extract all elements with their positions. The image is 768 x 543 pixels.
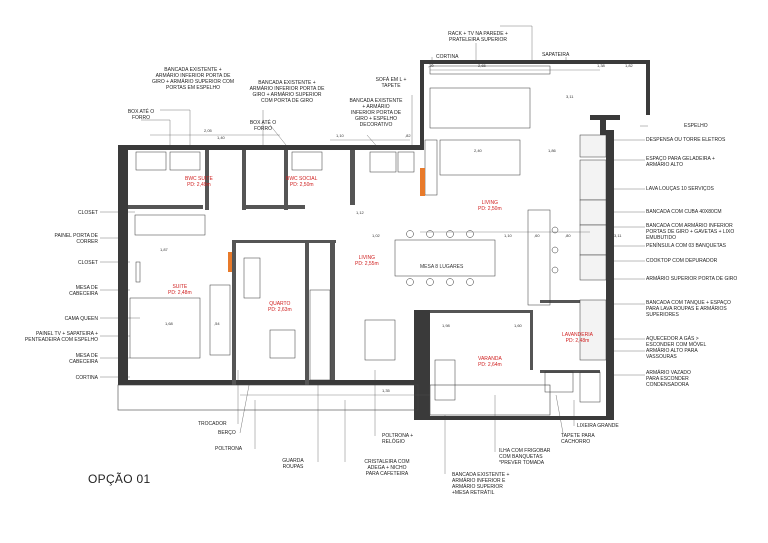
balcony-band — [117, 384, 419, 411]
label-lava-loucas: LAVA LOUÇAS 10 SERVIÇOS — [646, 186, 714, 192]
dim-label: 1,38 — [597, 63, 605, 68]
dim-label: 1,10 — [336, 133, 344, 138]
label-painel-porta: PAINEL PORTA DE CORRER — [54, 233, 98, 245]
label-sofa: SOFÁ EM L + TAPETE — [375, 77, 407, 89]
label-bancada-retratil: BANCADA EXISTENTE + ARMÁRIO INFERIOR E A… — [452, 472, 510, 496]
label-sapateira: SAPATEIRA — [542, 52, 570, 58]
dim-label: 2,05 — [204, 128, 212, 133]
label-cristaleira: CRISTALEIRA COM ADEGA + NICHO PARA CAFET… — [364, 459, 410, 477]
label-armario-inferior: BANCADA COM ARMÁRIO INFERIOR PORTAS DE G… — [646, 223, 735, 241]
label-berco: BERÇO — [218, 430, 236, 436]
label-aquecedor: AQUECEDOR A GÁS > ESCONDER COM MÓVEL — [646, 336, 707, 348]
label-armario-superior: ARMÁRIO SUPERIOR PORTA DE GIRO — [646, 276, 738, 282]
label-ilha: ILHA COM FRIGOBAR COM BANQUETAS *PREVER … — [499, 448, 551, 466]
dim-label: 1,40 — [217, 135, 225, 140]
dim-label: 1,82 — [625, 63, 633, 68]
label-bancada-3: BANCADA EXISTENTE + ARMÁRIO INFERIOR POR… — [349, 98, 403, 128]
page-title: OPÇÃO 01 — [88, 472, 151, 486]
dim-label: ,20 — [428, 63, 434, 68]
label-armario-alto: ARMÁRIO ALTO PARA VASSOURAS — [646, 348, 698, 360]
dim-label: 1,87 — [160, 247, 168, 252]
label-cooktop: COOKTOP COM DEPURADOR — [646, 258, 718, 264]
dim-label: 1,68 — [165, 321, 173, 326]
label-armario-vazado: ARMÁRIO VAZADO PARA ESCONDER CONDENSADOR… — [646, 370, 691, 388]
dim-label: 3,11 — [566, 94, 574, 99]
label-poltrona-relogio: POLTRONA + RELÓGIO — [382, 433, 414, 445]
dining-table-label: MESA 8 LUGARES — [420, 264, 464, 270]
label-cortina-top: CORTINA — [436, 54, 459, 60]
dim-label: 1,12 — [356, 210, 364, 215]
label-cama: CAMA QUEEN — [64, 316, 98, 322]
door-accents — [228, 168, 425, 272]
dim-label: 1,86 — [548, 148, 556, 153]
label-painel-tv: PAINEL TV + SAPATEIRA + PENTEADEIRA COM … — [24, 331, 98, 343]
dim-label: 1,10 — [504, 233, 512, 238]
label-tanque: BANCADA COM TANQUE + ESPAÇO PARA LAVA RO… — [646, 300, 731, 318]
label-trocador: TROCADOR — [198, 421, 227, 427]
kitchen-cabinets — [579, 134, 607, 361]
label-lixeira: LIXEIRA GRANDE — [577, 423, 619, 429]
label-bancada-2: BANCADA EXISTENTE + ARMÁRIO INFERIOR POR… — [249, 80, 325, 104]
dim-label: 1,60 — [514, 323, 522, 328]
label-despensa: DESPENSA OU TORRE ELETROS — [646, 137, 726, 143]
label-box-2: BOX ATÉ O FORRO — [249, 120, 277, 132]
dim-label: 2,65 — [478, 63, 486, 68]
dim-label: ,54 — [214, 321, 220, 326]
bedroom-furniture — [129, 151, 601, 403]
dim-label: 1,02 — [372, 233, 380, 238]
label-closet-2: CLOSET — [77, 260, 98, 266]
label-espelho: ESPELHO — [684, 123, 708, 129]
label-bancada-1: BANCADA EXISTENTE + ARMÁRIO INFERIOR POR… — [151, 67, 235, 91]
dimension-lines — [150, 69, 600, 396]
label-cortina-left: CORTINA — [75, 375, 98, 381]
label-guarda-roupas: GUARDA ROUPAS — [282, 458, 304, 470]
varanda-floor — [429, 384, 551, 416]
dim-label: ,82 — [405, 133, 411, 138]
label-tapete: TAPETE PARA CACHORRO — [561, 433, 595, 445]
label-mesa-cabeceira-2: MESA DE CABECEIRA — [69, 353, 98, 365]
dim-label: 3,11 — [614, 233, 622, 238]
dim-label: ,80 — [565, 233, 571, 238]
label-geladeira: ESPAÇO PARA GELADEIRA + ARMÁRIO ALTO — [646, 156, 715, 168]
label-closet-1: CLOSET — [77, 210, 98, 216]
label-peninsula: PENÍNSULA COM 03 BANQUETAS — [646, 243, 726, 249]
label-bancada-cuba: BANCADA COM CUBA 40X80CM — [646, 209, 722, 215]
interior-walls — [128, 150, 600, 385]
dim-label: 1,98 — [442, 323, 450, 328]
dim-label: 1,35 — [382, 388, 390, 393]
dim-label: 2,40 — [474, 148, 482, 153]
label-box-1: BOX ATÉ O FORRO — [127, 109, 155, 121]
dim-label: ,60 — [534, 233, 540, 238]
label-rack: RACK + TV NA PAREDE + PRATELEIRA SUPERIO… — [448, 31, 508, 43]
label-mesa-cabeceira-1: MESA DE CABECEIRA — [69, 285, 98, 297]
label-poltrona: POLTRONA — [215, 446, 243, 452]
